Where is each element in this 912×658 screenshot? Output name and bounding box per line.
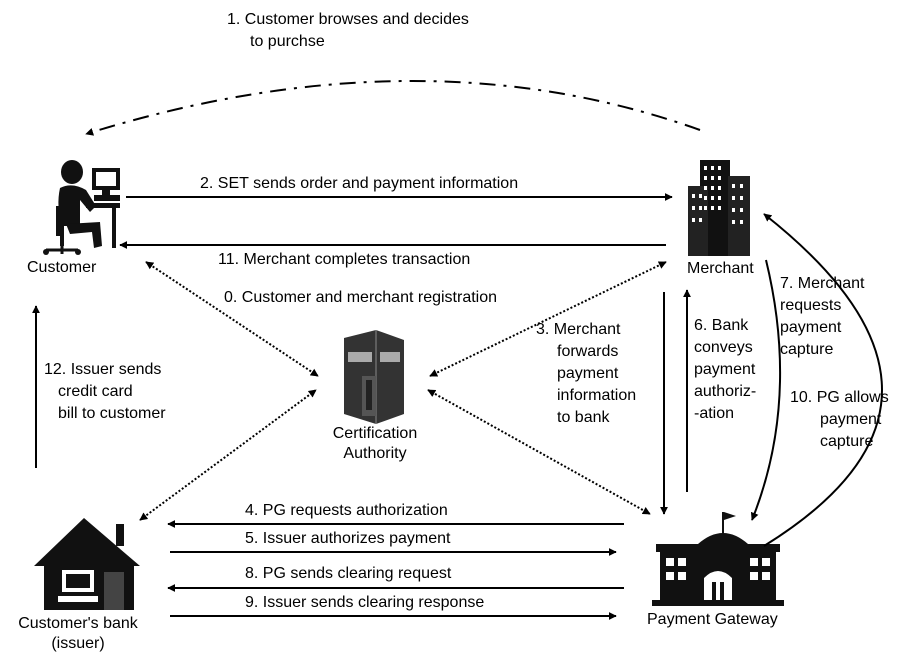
merchant-label: Merchant <box>687 260 754 277</box>
customer-computer-icon <box>43 160 120 255</box>
customer-label: Customer <box>27 259 97 276</box>
step-6-label-line4: authoriz- <box>694 383 757 400</box>
certification-authority-label-line1: Certification <box>332 425 418 442</box>
step-12-label-line1: 12. Issuer sends <box>44 361 162 378</box>
step-9-label: 9. Issuer sends clearing response <box>245 594 485 611</box>
step-0-label: 0. Customer and merchant registration <box>224 289 498 306</box>
customers-bank-label-line2: (issuer) <box>51 635 105 652</box>
step-10-label-line2: payment <box>820 411 882 428</box>
step-12-label-line3: bill to customer <box>58 405 166 422</box>
arrow-step-10 <box>763 213 883 547</box>
step-2-label: 2. SET sends order and payment informati… <box>200 175 519 192</box>
step-6-label-line2: conveys <box>694 339 753 356</box>
step-11-label: 11. Merchant completes transaction <box>218 251 471 268</box>
certification-authority-label-line2: Authority <box>343 445 407 462</box>
step-1-label-line2: to purchse <box>250 33 325 50</box>
step-3-label-line3: payment <box>557 365 619 382</box>
step-6-label-line5: -ation <box>694 405 735 422</box>
customers-bank-house-icon <box>34 518 140 610</box>
step-7-label-line2: requests <box>780 297 842 314</box>
step-3-label-line1: 3. Merchant <box>536 321 621 338</box>
payment-gateway-building-icon <box>652 512 784 606</box>
merchant-building-icon <box>688 160 750 256</box>
step-6-label-line1: 6. Bank <box>694 317 749 334</box>
step-4-label: 4. PG requests authorization <box>245 502 448 519</box>
step-10-label-line1: 10. PG allows <box>790 389 889 406</box>
step-3-label-line5: to bank <box>557 409 610 426</box>
step-6-label-line3: payment <box>694 361 756 378</box>
arrow-customer-ca <box>145 261 319 377</box>
step-3-label-line4: information <box>557 387 637 404</box>
step-1-label-line1: 1. Customer browses and decides <box>227 11 469 28</box>
step-7-label-line1: 7. Merchant <box>780 275 865 292</box>
arrow-bank-ca <box>139 389 317 521</box>
step-3-label-line2: forwards <box>557 343 619 360</box>
step-7-label-line3: payment <box>780 319 842 336</box>
step-5-label: 5. Issuer authorizes payment <box>245 530 451 547</box>
step-10-label-line3: capture <box>820 433 874 450</box>
certification-authority-icon <box>344 330 404 424</box>
arrow-merchant-ca <box>429 261 667 377</box>
arrow-step-7 <box>750 259 782 521</box>
step-7-label-line4: capture <box>780 341 834 358</box>
arrow-step-1 <box>85 80 701 136</box>
customers-bank-label-line1: Customer's bank <box>18 615 138 632</box>
payment-gateway-label: Payment Gateway <box>647 611 778 628</box>
step-12-label-line2: credit card <box>58 383 133 400</box>
arrow-gateway-ca <box>427 389 651 515</box>
step-8-label: 8. PG sends clearing request <box>245 565 452 582</box>
